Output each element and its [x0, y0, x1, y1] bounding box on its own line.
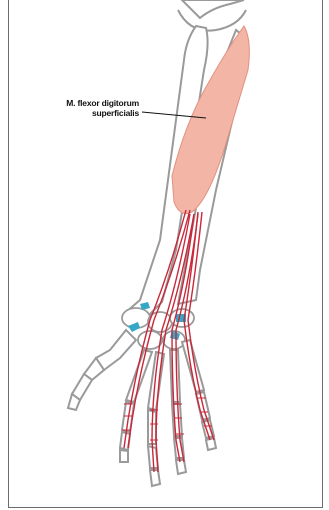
muscle-label: M. flexor digitorum superficialis — [66, 98, 139, 118]
humerus-bone — [178, 0, 246, 31]
muscle-label-line2: superficialis — [66, 108, 139, 118]
muscle-label-line1: M. flexor digitorum — [66, 98, 139, 108]
